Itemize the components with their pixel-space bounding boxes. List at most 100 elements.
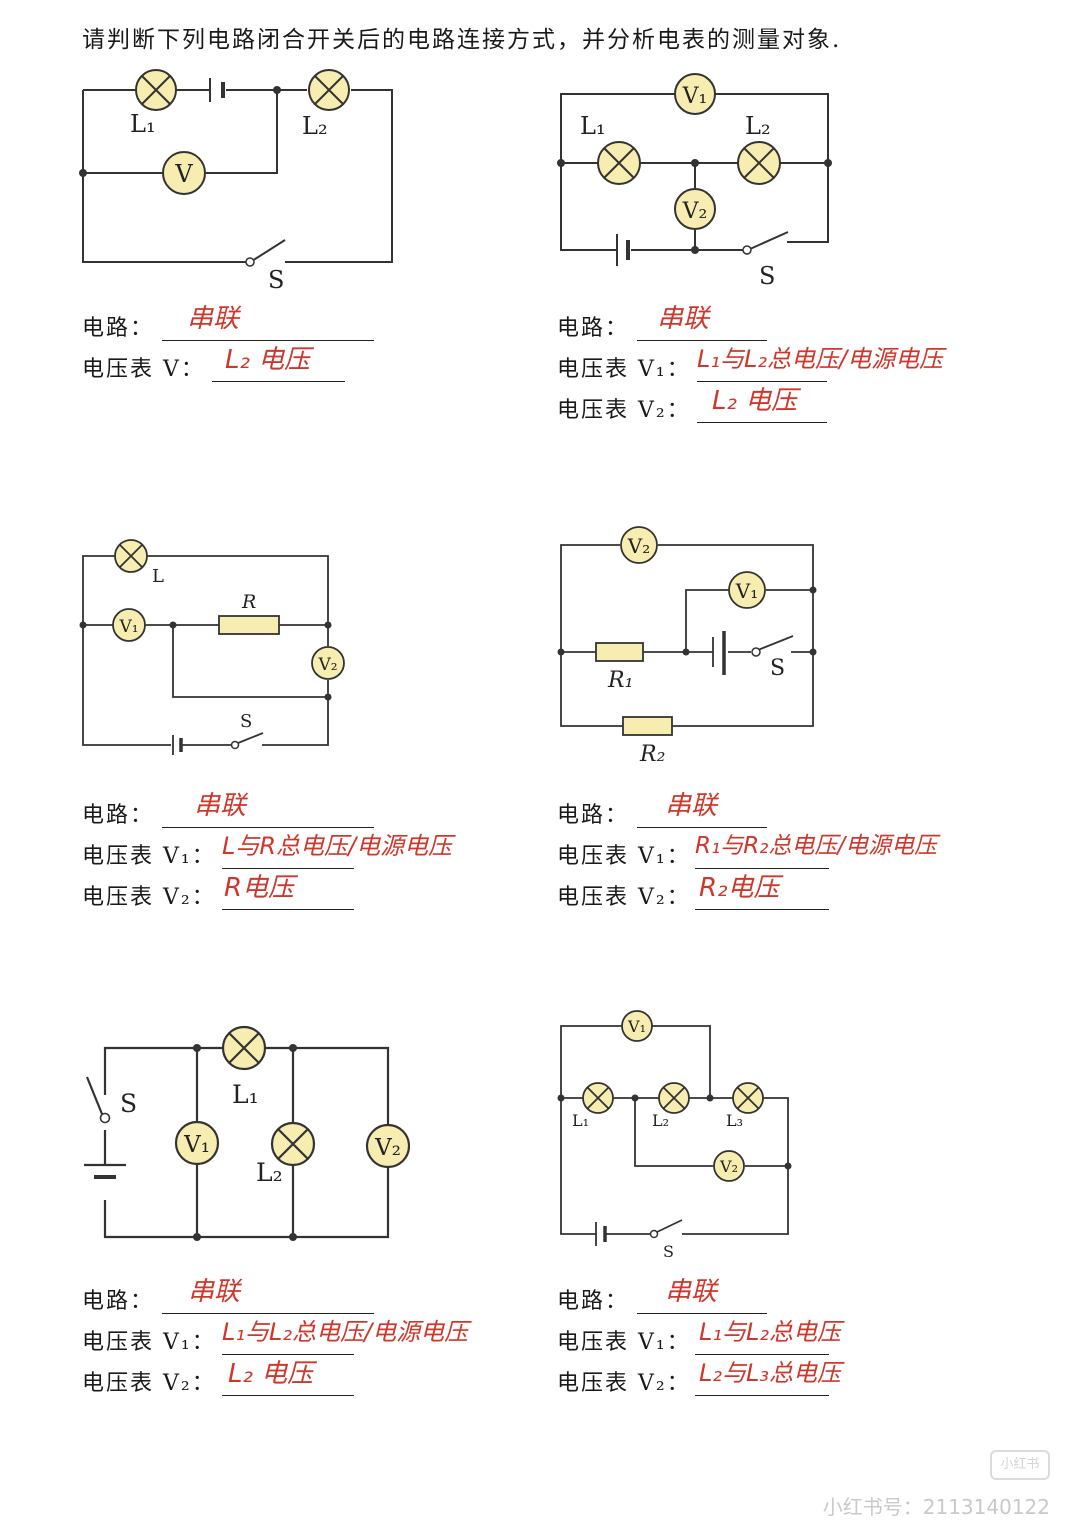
voltmeter-icon-v1: V₁	[621, 1010, 653, 1042]
label-voltmeter-2: 电压表 V₂：	[557, 398, 691, 423]
answers-3: 电路： 串联 电压表 V₁： L与R总电压/电源电压 电压表 V₂： R电压	[82, 791, 542, 920]
voltmeter-icon-v1: V₁	[174, 1120, 220, 1166]
answer-voltmeter-2: R电压	[224, 873, 295, 903]
lamp-icon-l1	[221, 1025, 267, 1071]
label-circuit: 电路：	[557, 316, 630, 341]
answer-voltmeter-1: L₁与L₂总电压/电源电压	[697, 345, 944, 373]
component-label-r: R	[241, 591, 256, 613]
voltmeter-v2-label: V₂	[627, 534, 650, 558]
circuit-diagram-1: V L₁ L₂ S	[79, 69, 393, 294]
watermark-badge: 小红书	[990, 1450, 1050, 1480]
lamp-icon-l2	[270, 1121, 316, 1167]
answer-circuit: 串联	[657, 304, 710, 334]
answer-circuit: 串联	[194, 791, 247, 821]
answer-circuit: 串联	[665, 1277, 718, 1307]
voltmeter-icon-v2: V₂	[620, 526, 658, 564]
voltmeter-v2-label: V₂	[682, 199, 708, 224]
component-label-l1: L₁	[580, 112, 606, 140]
voltmeter-icon-v1: V₁	[728, 571, 766, 609]
label-voltmeter-1: 电压表 V₁：	[557, 1330, 691, 1355]
voltmeter-v2-label: V₂	[374, 1135, 401, 1161]
component-label-r1: R₁	[607, 668, 633, 693]
component-label-l: L	[152, 566, 164, 587]
lamp-icon-l3	[732, 1082, 764, 1114]
answer-voltmeter-1: L₁与L₂总电压	[699, 1318, 841, 1346]
answer-voltmeter-2: L₂与L₃总电压	[699, 1359, 841, 1387]
voltmeter-icon-v2: V₂	[713, 1150, 745, 1182]
component-label-s: S	[240, 711, 252, 732]
voltmeter-v2-label: V₂	[719, 1157, 738, 1176]
answers-1: 电路： 串联 电压表 V： L₂ 电压	[82, 304, 382, 392]
label-voltmeter: 电压表 V：	[82, 357, 205, 382]
component-label-l1: L₁	[572, 1111, 589, 1130]
lamp-icon-l2	[658, 1082, 690, 1114]
voltmeter-v-label: V	[174, 160, 193, 188]
lamp-icon-l2	[308, 69, 350, 111]
answers-4: 电路： 串联 电压表 V₁： R₁与R₂总电压/电源电压 电压表 V₂： R₂电…	[557, 791, 1037, 920]
component-label-l1: L₁	[232, 1080, 259, 1109]
component-label-l2: L₂	[302, 112, 328, 140]
answer-circuit: 串联	[665, 791, 718, 821]
answer-circuit: 串联	[188, 1277, 241, 1307]
answers-6: 电路： 串联 电压表 V₁： L₁与L₂总电压 电压表 V₂： L₂与L₃总电压	[557, 1277, 1037, 1406]
component-label-l2: L₂	[652, 1111, 669, 1130]
component-label-l2: L₂	[745, 112, 771, 140]
answer-voltmeter-2: L₂ 电压	[712, 386, 798, 416]
component-label-s: S	[770, 656, 785, 681]
answer-voltmeter-2: R₂电压	[699, 873, 780, 903]
voltmeter-v1-label: V₁	[118, 617, 138, 637]
watermark: 小红书号：2113140122	[822, 1495, 1050, 1519]
circuit-diagram-4: V₂ V₁ R₁ R₂ S	[557, 526, 817, 767]
answer-voltmeter-1: L与R总电压/电源电压	[222, 832, 453, 860]
label-voltmeter-1: 电压表 V₁：	[82, 1330, 216, 1355]
component-label-l2: L₂	[256, 1158, 283, 1187]
component-label-s: S	[759, 262, 775, 290]
circuit-diagram-6: V₁ V₂ L₁ L₂ L₃ S	[557, 1010, 792, 1261]
voltmeter-v2-label: V₂	[317, 655, 337, 675]
voltmeter-v1-label: V₁	[682, 84, 708, 109]
label-voltmeter-2: 电压表 V₂：	[557, 885, 691, 910]
label-voltmeter-2: 电压表 V₂：	[557, 1371, 691, 1396]
answers-2: 电路： 串联 电压表 V₁： L₁与L₂总电压/电源电压 电压表 V₂： L₂ …	[557, 304, 1057, 433]
answers-5: 电路： 串联 电压表 V₁： L₁与L₂总电压/电源电压 电压表 V₂： L₂ …	[82, 1277, 542, 1406]
component-label-r2: R₂	[639, 742, 665, 767]
lamp-icon-l2	[737, 141, 781, 185]
label-circuit: 电路：	[557, 1289, 630, 1314]
circuit-diagram-2: V₁ V₂ L₁ L₂ S	[557, 73, 832, 290]
label-circuit: 电路：	[82, 316, 155, 341]
label-voltmeter-1: 电压表 V₁：	[557, 844, 691, 869]
resistor-icon-r2	[622, 716, 673, 736]
answer-voltmeter: L₂ 电压	[225, 345, 311, 375]
voltmeter-icon-v2: V₂	[674, 188, 716, 230]
label-voltmeter-1: 电压表 V₁：	[82, 844, 216, 869]
component-label-s: S	[120, 1089, 137, 1118]
circuit-diagram-5: V₁ V₂ L₁ L₂ S	[84, 1025, 410, 1241]
label-circuit: 电路：	[82, 803, 155, 828]
voltmeter-icon-v2: V₂	[365, 1123, 410, 1169]
lamp-icon-l1	[582, 1082, 614, 1114]
circuit-diagram-3: V₁ V₂ L R S	[79, 539, 345, 755]
label-voltmeter-2: 电压表 V₂：	[82, 1371, 216, 1396]
voltmeter-icon-v1: V₁	[674, 73, 716, 115]
voltmeter-v1-label: V₁	[627, 1017, 646, 1036]
component-label-l3: L₃	[726, 1111, 743, 1130]
voltmeter-icon-v: V	[162, 151, 206, 195]
answer-voltmeter-1: L₁与L₂总电压/电源电压	[222, 1318, 469, 1346]
component-label-s: S	[268, 266, 284, 294]
resistor-icon-r	[218, 615, 280, 635]
lamp-icon-l1	[597, 141, 641, 185]
label-circuit: 电路：	[557, 803, 630, 828]
resistor-icon-r1	[595, 642, 644, 662]
lamp-icon-l1	[135, 69, 177, 111]
component-label-s: S	[663, 1242, 674, 1261]
voltmeter-v1-label: V₁	[735, 579, 758, 603]
answer-circuit: 串联	[187, 304, 240, 334]
component-label-l1: L₁	[130, 110, 156, 138]
label-voltmeter-1: 电压表 V₁：	[557, 357, 691, 382]
answer-voltmeter-1: R₁与R₂总电压/电源电压	[695, 833, 938, 859]
answer-voltmeter-2: L₂ 电压	[228, 1359, 314, 1389]
label-voltmeter-2: 电压表 V₂：	[82, 885, 216, 910]
page-title: 请判断下列电路闭合开关后的电路连接方式，并分析电表的测量对象.	[82, 27, 842, 53]
voltmeter-icon-v2: V₂	[311, 646, 345, 680]
voltmeter-icon-v1: V₁	[112, 608, 146, 642]
